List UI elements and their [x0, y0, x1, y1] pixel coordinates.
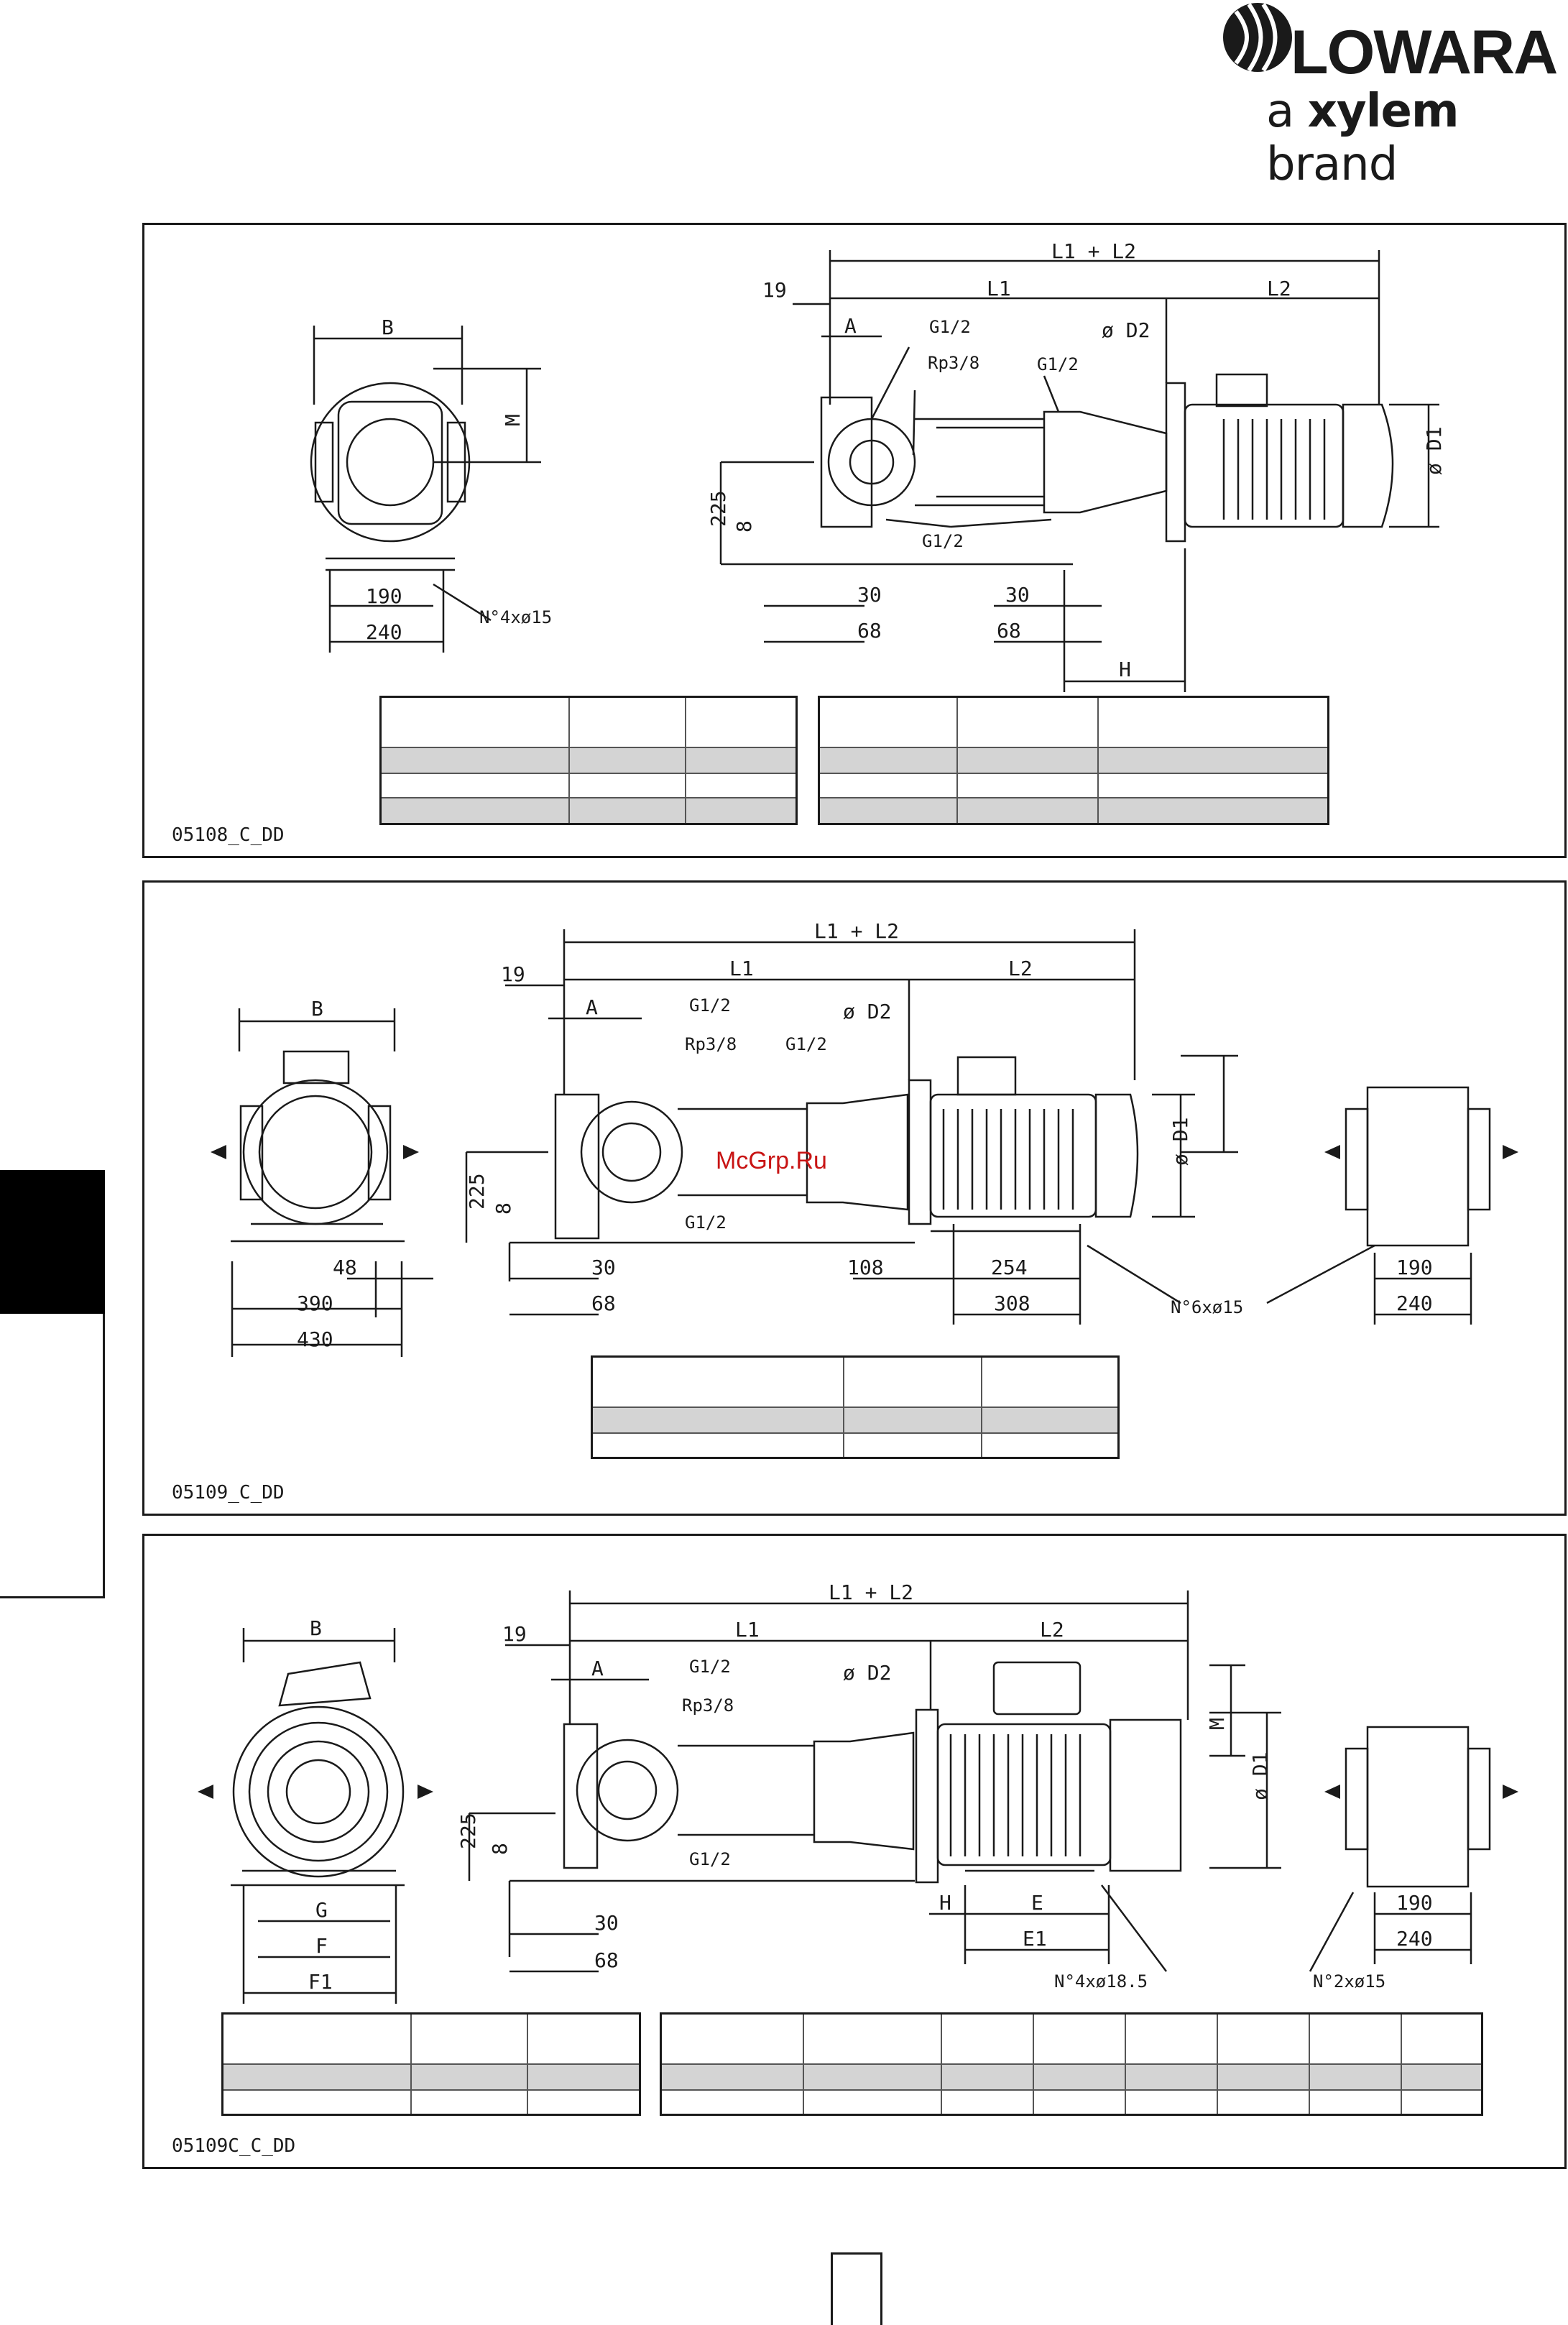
dim-30-left: 30 — [857, 583, 882, 607]
dim-308: 308 — [994, 1292, 1030, 1315]
dim-a: A — [586, 995, 598, 1019]
pump-drawing-1: B M 190 240 N°4xø15 L1 + L2 L1 L2 19 A G… — [310, 239, 1446, 692]
brand-name: LOWARA — [1291, 18, 1558, 87]
dimension-table-left — [221, 2012, 641, 2116]
dim-225: 225 — [456, 1813, 480, 1849]
port-g12-bottom: G1/2 — [689, 1849, 731, 1869]
drawing-code: 05109C_C_DD — [172, 2135, 296, 2157]
dim-240: 240 — [1396, 1292, 1433, 1315]
dim-d2: ø D2 — [1102, 318, 1150, 342]
dim-l1-l2: L1 + L2 — [1051, 239, 1136, 263]
dim-190: 190 — [1396, 1891, 1433, 1915]
dim-d1: ø D1 — [1248, 1752, 1272, 1800]
holes-label: N°6xø15 — [1171, 1297, 1243, 1317]
dim-19: 19 — [762, 278, 787, 302]
dim-30-right: 30 — [1005, 583, 1030, 607]
dim-240: 240 — [366, 620, 402, 644]
dim-e: E — [1031, 1891, 1043, 1915]
pump-drawing-3: B G F F1 L1 + L2 L1 L2 19 A G1/2 Rp3/8 ø… — [198, 1580, 1518, 2004]
pump-drawing-2: B M 48 390 430 L1 + L2 L1 L2 19 A G1/2 R… — [211, 919, 1518, 1357]
dim-b: B — [310, 1616, 322, 1640]
dim-l1-l2: L1 + L2 — [814, 919, 899, 943]
dim-l2: L2 — [1267, 277, 1291, 300]
dim-g: G — [315, 1898, 328, 1922]
dim-225: 225 — [706, 490, 730, 527]
dim-h: H — [1119, 658, 1131, 681]
port-rp38: Rp3/8 — [928, 353, 979, 373]
dim-f: F — [315, 1934, 328, 1958]
port-g12-right: G1/2 — [1037, 354, 1079, 374]
dim-68: 68 — [594, 1948, 619, 1972]
dim-430: 430 — [297, 1327, 333, 1351]
dim-l2: L2 — [1040, 1618, 1064, 1642]
dim-68: 68 — [591, 1292, 616, 1315]
dim-l2: L2 — [1008, 957, 1033, 980]
chapter-tab — [0, 1170, 105, 1314]
dim-190: 190 — [1396, 1256, 1433, 1279]
dim-l1: L1 — [735, 1618, 760, 1642]
dim-19: 19 — [502, 1622, 527, 1646]
dim-190: 190 — [366, 584, 402, 608]
dimension-table-right — [818, 696, 1329, 825]
dim-l1: L1 — [729, 957, 754, 980]
dimension-table-left — [379, 696, 798, 825]
port-g12-bottom: G1/2 — [922, 531, 964, 551]
dim-8: 8 — [492, 1202, 515, 1215]
dim-8: 8 — [732, 520, 756, 533]
holes-label: N°4xø15 — [479, 607, 552, 627]
dim-8: 8 — [488, 1843, 512, 1855]
dimension-table-center — [591, 1355, 1120, 1459]
port-rp38: Rp3/8 — [685, 1034, 737, 1054]
dim-d2: ø D2 — [843, 1000, 891, 1023]
dim-240: 240 — [1396, 1927, 1433, 1951]
brand-tagline: a xylem brand — [1266, 85, 1459, 191]
lowara-logo-mark — [1223, 3, 1292, 72]
holes-label-2: N°2xø15 — [1313, 1971, 1385, 1992]
dim-m: M — [1205, 1718, 1229, 1730]
port-g12-bottom: G1/2 — [685, 1212, 727, 1233]
dim-b: B — [382, 316, 394, 339]
drawing-code: 05109_C_DD — [172, 1482, 285, 1504]
dim-a: A — [591, 1657, 604, 1680]
dim-19: 19 — [501, 962, 525, 986]
dim-b: B — [311, 997, 323, 1021]
chapter-tab-outline — [0, 1314, 105, 1598]
drawing-code: 05108_C_DD — [172, 824, 285, 846]
dim-d2: ø D2 — [843, 1661, 891, 1685]
holes-label: N°4xø18.5 — [1054, 1971, 1148, 1992]
dim-e1: E1 — [1023, 1927, 1047, 1951]
dim-m: M — [501, 414, 525, 426]
page-number-box — [831, 2252, 882, 2325]
port-rp38: Rp3/8 — [682, 1695, 734, 1716]
dim-30: 30 — [591, 1256, 616, 1279]
dim-l1: L1 — [987, 277, 1011, 300]
watermark: McGrp.Ru — [716, 1147, 827, 1174]
dim-68-left: 68 — [857, 619, 882, 643]
port-g12-top: G1/2 — [929, 317, 971, 337]
dim-225: 225 — [465, 1173, 489, 1210]
dim-f1: F1 — [308, 1970, 333, 1994]
dim-254: 254 — [991, 1256, 1028, 1279]
dim-68-right: 68 — [997, 619, 1021, 643]
dim-h: H — [939, 1891, 951, 1915]
port-g12-top: G1/2 — [689, 995, 731, 1016]
port-g12-right: G1/2 — [785, 1034, 827, 1054]
dim-48: 48 — [333, 1256, 357, 1279]
port-g12-top: G1/2 — [689, 1657, 731, 1677]
dim-d1: ø D1 — [1168, 1118, 1192, 1166]
dim-a: A — [844, 314, 857, 338]
dim-d1: ø D1 — [1422, 427, 1446, 475]
dimension-table-right — [660, 2012, 1483, 2116]
dim-30: 30 — [594, 1911, 619, 1935]
dim-108: 108 — [847, 1256, 884, 1279]
dim-390: 390 — [297, 1292, 333, 1315]
dim-l1-l2: L1 + L2 — [829, 1580, 913, 1604]
